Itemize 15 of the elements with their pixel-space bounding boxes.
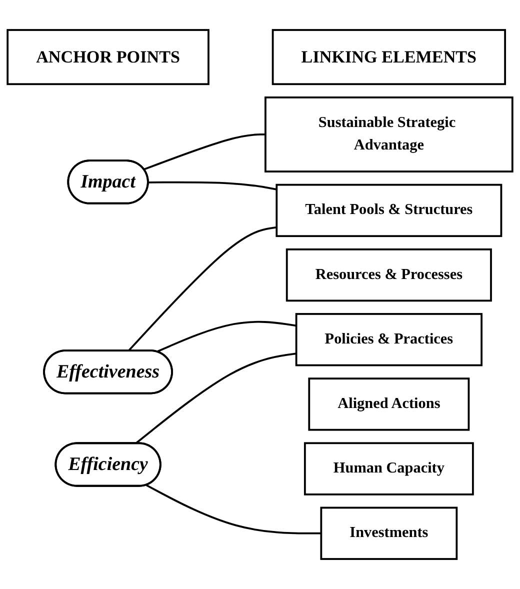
- connector: [128, 226, 277, 352]
- node-box: LINKING ELEMENTS: [272, 29, 506, 86]
- node-box: Human Capacity: [304, 442, 474, 496]
- connector: [148, 181, 277, 190]
- connector: [134, 352, 296, 444]
- node-box: Policies & Practices: [295, 313, 482, 366]
- connector: [156, 320, 296, 353]
- node-box: Resources & Processes: [286, 248, 492, 302]
- node-box: Sustainable Strategic Advantage: [264, 96, 514, 172]
- connector: [144, 134, 266, 170]
- node-box: ANCHOR POINTS: [6, 29, 210, 86]
- node-box: Talent Pools & Structures: [276, 184, 502, 238]
- node-box: Aligned Actions: [308, 378, 470, 431]
- connector: [146, 484, 322, 534]
- node-box: Investments: [320, 506, 458, 560]
